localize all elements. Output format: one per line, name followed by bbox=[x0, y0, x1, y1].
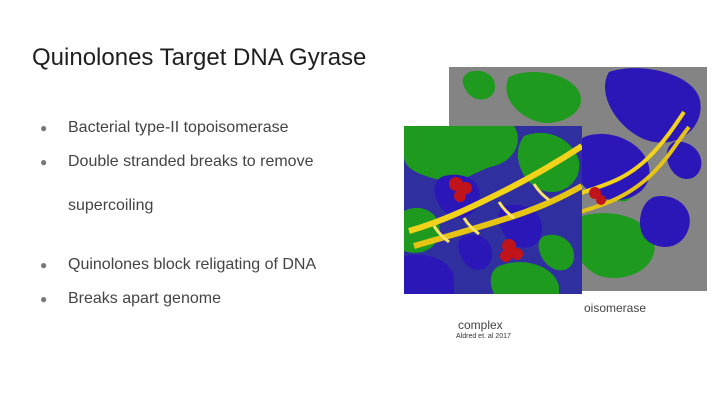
slide-title: Quinolones Target DNA Gyrase bbox=[32, 44, 367, 71]
dna-helix-strand bbox=[563, 125, 691, 219]
drug-spheres bbox=[589, 187, 606, 205]
bullet-item: ● Breaks apart genome bbox=[40, 290, 221, 309]
bullet-marker: ● bbox=[40, 292, 48, 306]
bullet-text: Double stranded breaks to remove bbox=[68, 153, 314, 170]
bullet-marker: ● bbox=[40, 121, 48, 135]
dna-helix-strand bbox=[558, 110, 686, 204]
bullet-item: ● Quinolones block religating of DNA bbox=[40, 256, 316, 275]
image-caption-tail: oisomerase bbox=[584, 301, 647, 315]
bullet-marker: ● bbox=[40, 155, 48, 169]
bullet-text: Quinolones block religating of DNA bbox=[68, 256, 317, 273]
bullet-text: Breaks apart genome bbox=[68, 290, 221, 307]
drug-spheres bbox=[449, 177, 523, 262]
dna-base-pairs bbox=[432, 183, 550, 244]
bullet-continuation: supercoiling bbox=[68, 197, 154, 214]
bullet-item: ● Double stranded breaks to remove bbox=[40, 153, 313, 172]
bullet-text: Bacterial type-II topoisomerase bbox=[68, 119, 289, 136]
bullet-item: ● Bacterial type-II topoisomerase bbox=[40, 119, 289, 138]
image-caption: complex bbox=[458, 318, 503, 332]
dna-helix-strand bbox=[408, 143, 582, 234]
image-citation: Aldred et. al 2017 bbox=[456, 333, 511, 340]
bullet-marker: ● bbox=[40, 258, 48, 272]
blue-protein-chain bbox=[573, 68, 702, 247]
protein-structure-image-front bbox=[404, 126, 582, 294]
